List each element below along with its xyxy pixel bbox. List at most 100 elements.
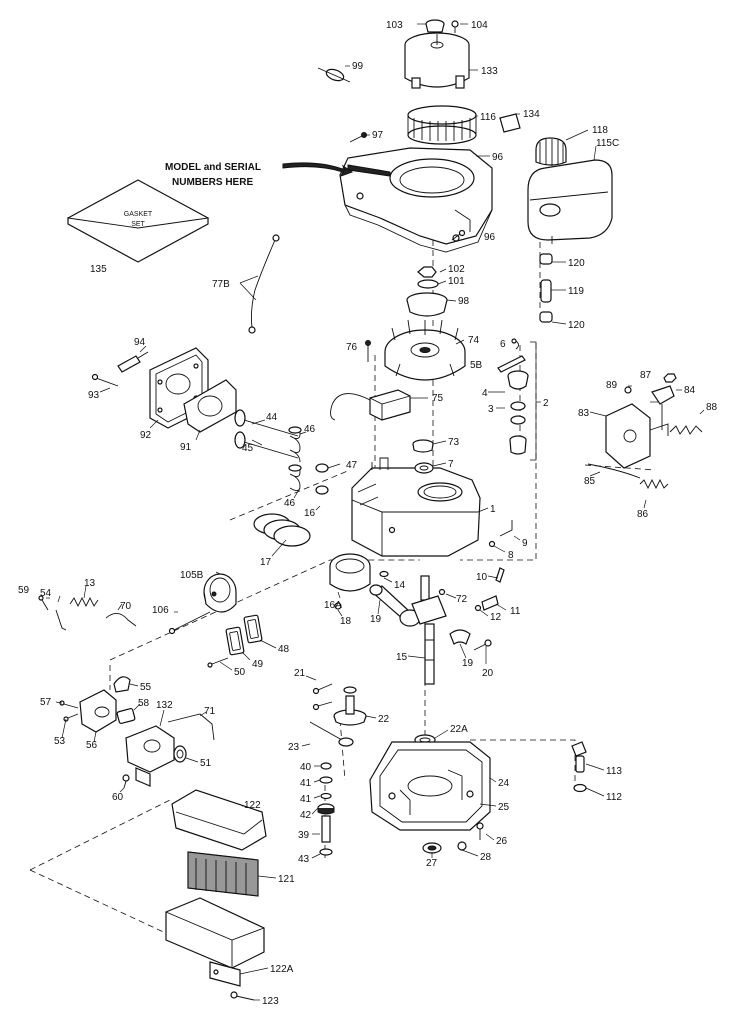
gear-41-upper — [319, 776, 333, 784]
rod-cap-19 — [449, 629, 471, 645]
callout: 44 — [266, 412, 278, 423]
callout: 46 — [284, 498, 296, 509]
callout: 3 — [488, 404, 494, 415]
callout: 47 — [346, 460, 358, 471]
gas-cap-118 — [535, 137, 567, 166]
callout: 5B — [470, 360, 483, 371]
callout: 28 — [480, 852, 492, 863]
bushing-2 — [509, 435, 527, 455]
link-70 — [105, 613, 137, 627]
callout: 45 — [242, 443, 254, 454]
callout: 76 — [346, 342, 358, 353]
callout: 123 — [262, 996, 279, 1007]
assembly-guide-lines — [29, 210, 656, 985]
model-serial-note-line2: NUMBERS HERE — [172, 177, 253, 188]
screw-60 — [122, 774, 130, 789]
callout: 19 — [370, 614, 382, 625]
muffler-105B — [203, 573, 237, 613]
callout: 91 — [180, 442, 192, 453]
callout: 135 — [90, 264, 107, 275]
callout: 16A — [324, 600, 342, 611]
pin-6 — [511, 338, 519, 350]
callout: 49 — [252, 659, 264, 670]
callout: 103 — [386, 20, 403, 31]
callout: 60 — [112, 792, 124, 803]
callout: 50 — [234, 667, 246, 678]
callout: 106 — [152, 605, 169, 616]
callout: 70 — [120, 601, 132, 612]
seal-73 — [412, 439, 434, 453]
cam-gear-22 — [333, 686, 367, 726]
callout: 94 — [134, 337, 146, 348]
ring-51 — [173, 745, 187, 763]
lever-5B — [497, 355, 526, 373]
callout: 56 — [86, 740, 98, 751]
washer-43 — [319, 848, 333, 856]
callout: 21 — [294, 668, 306, 679]
gasket-58 — [116, 707, 136, 725]
spring-88 — [669, 425, 703, 435]
callout: 14 — [394, 580, 406, 591]
callout: 120 — [568, 320, 585, 331]
link-85 — [587, 463, 641, 479]
crankcase-base-24 — [369, 741, 491, 831]
callout: 2 — [543, 398, 549, 409]
callout: 24 — [498, 778, 510, 789]
callout: 84 — [684, 385, 696, 396]
flywheel-74 — [384, 319, 466, 381]
gasket-49 — [225, 626, 245, 656]
clamp-11 — [481, 595, 499, 611]
link-54 — [55, 609, 67, 631]
callout: 57 — [40, 697, 52, 708]
callout: 53 — [54, 736, 66, 747]
callout: 102 — [448, 264, 465, 275]
part-callouts: 103 104 99 133 116 134 97 96 118 115C 13… — [18, 20, 718, 1007]
callout: 87 — [640, 370, 652, 381]
blower-housing-95 — [339, 147, 493, 253]
nut-87 — [663, 373, 677, 383]
valve-spring-46-upper — [288, 426, 302, 463]
decal-134 — [499, 113, 521, 133]
callout: 71 — [204, 706, 216, 717]
bolt-26 — [476, 822, 484, 840]
screw-50 — [207, 657, 229, 668]
callout: 10 — [476, 572, 488, 583]
callout: 134 — [523, 109, 540, 120]
spark-plug-94 — [117, 351, 149, 373]
screw-104 — [451, 20, 459, 33]
callout: 40 — [300, 762, 312, 773]
callout: 48 — [278, 644, 290, 655]
clip-72 — [438, 588, 446, 596]
callout: 96 — [484, 232, 496, 243]
callout: 72 — [456, 594, 468, 605]
callout: 98 — [458, 296, 470, 307]
cover-133 — [404, 32, 470, 89]
cylinder-block-1 — [351, 457, 481, 557]
callout: 20 — [482, 668, 494, 679]
piston-rings-17 — [253, 513, 311, 547]
clamp-120-top — [539, 253, 553, 265]
callout: 22A — [450, 724, 468, 735]
gear-42 — [317, 803, 335, 815]
ignition-module-75 — [330, 389, 411, 421]
callout: 74 — [468, 335, 480, 346]
cup-98 — [406, 292, 448, 317]
spring-13 — [69, 596, 99, 608]
air-cleaner-base-122A — [165, 897, 265, 987]
callout: 51 — [200, 758, 212, 769]
callout: 4 — [482, 388, 488, 399]
screw-59 — [38, 595, 49, 611]
callout: 1 — [490, 504, 496, 515]
governor-4 — [507, 370, 529, 390]
callout: 26 — [496, 836, 508, 847]
callout: 59 — [18, 585, 30, 596]
nut-102 — [417, 266, 437, 278]
camshaft-23 — [309, 721, 354, 747]
callout: 75 — [432, 393, 444, 404]
callout: 92 — [140, 430, 152, 441]
callout: 55 — [140, 682, 152, 693]
callout: 97 — [372, 130, 384, 141]
link-71 — [167, 713, 215, 741]
callout: 16 — [304, 508, 316, 519]
callout: 101 — [448, 276, 465, 287]
